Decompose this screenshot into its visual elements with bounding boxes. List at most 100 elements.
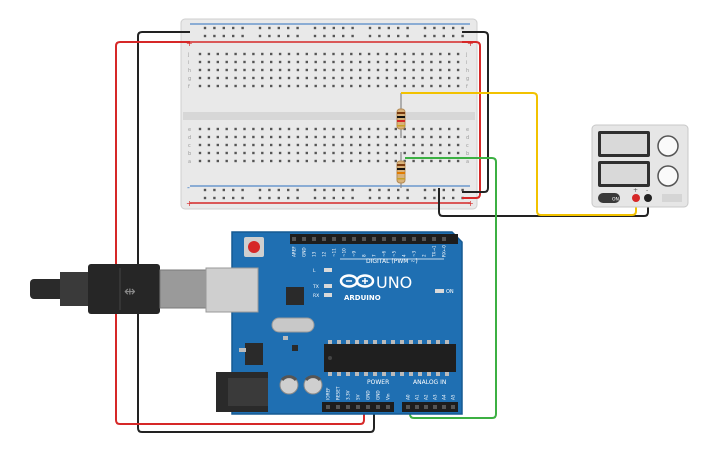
power-pin[interactable]: [336, 405, 340, 409]
breadboard-hole[interactable]: [448, 60, 451, 64]
breadboard-hole[interactable]: [394, 135, 397, 139]
header-pin[interactable]: [412, 237, 416, 241]
rail-hole[interactable]: [277, 196, 280, 200]
rail-hole[interactable]: [406, 34, 409, 38]
breadboard-hole[interactable]: [225, 60, 228, 64]
breadboard-hole[interactable]: [448, 135, 451, 139]
breadboard-hole[interactable]: [376, 84, 380, 88]
breadboard-hole[interactable]: [385, 143, 389, 147]
breadboard-hole[interactable]: [234, 159, 237, 163]
breadboard-hole[interactable]: [403, 84, 406, 88]
breadboard-hole[interactable]: [198, 76, 202, 80]
breadboard-hole[interactable]: [198, 60, 202, 64]
breadboard-hole[interactable]: [252, 60, 255, 64]
rail-hole[interactable]: [203, 196, 207, 200]
breadboard-hole[interactable]: [385, 68, 389, 72]
breadboard-hole[interactable]: [394, 60, 397, 64]
breadboard-hole[interactable]: [323, 143, 326, 147]
breadboard-hole[interactable]: [439, 159, 442, 163]
breadboard-hole[interactable]: [243, 84, 246, 88]
breadboard-hole[interactable]: [412, 151, 415, 155]
breadboard-hole[interactable]: [448, 143, 451, 147]
rail-hole[interactable]: [433, 188, 436, 192]
rail-hole[interactable]: [406, 188, 409, 192]
breadboard-hole[interactable]: [359, 60, 362, 64]
breadboard-hole[interactable]: [430, 60, 433, 64]
breadboard-hole[interactable]: [296, 159, 300, 163]
rail-hole[interactable]: [332, 188, 335, 192]
rail-hole[interactable]: [461, 188, 464, 192]
breadboard-hole[interactable]: [314, 52, 317, 56]
breadboard-hole[interactable]: [243, 159, 246, 163]
breadboard-hole[interactable]: [314, 76, 317, 80]
rail-hole[interactable]: [313, 196, 317, 200]
rail-hole[interactable]: [452, 188, 455, 192]
breadboard-hole[interactable]: [385, 52, 389, 56]
breadboard-hole[interactable]: [314, 127, 317, 131]
breadboard-hole[interactable]: [456, 135, 460, 139]
breadboard-hole[interactable]: [367, 84, 371, 88]
breadboard-hole[interactable]: [376, 151, 380, 155]
breadboard-hole[interactable]: [448, 68, 451, 72]
breadboard-hole[interactable]: [225, 135, 228, 139]
breadboard-hole[interactable]: [385, 84, 389, 88]
breadboard-hole[interactable]: [234, 84, 237, 88]
breadboard-hole[interactable]: [198, 52, 202, 56]
breadboard-hole[interactable]: [456, 76, 460, 80]
breadboard-hole[interactable]: [448, 127, 451, 131]
analog-pin[interactable]: [406, 405, 410, 409]
breadboard-hole[interactable]: [439, 76, 442, 80]
breadboard-hole[interactable]: [439, 84, 442, 88]
breadboard-hole[interactable]: [367, 76, 371, 80]
breadboard-hole[interactable]: [198, 135, 202, 139]
breadboard-hole[interactable]: [412, 68, 415, 72]
breadboard-hole[interactable]: [412, 60, 415, 64]
breadboard-hole[interactable]: [261, 127, 264, 131]
breadboard-hole[interactable]: [314, 68, 317, 72]
breadboard-hole[interactable]: [394, 143, 397, 147]
breadboard-hole[interactable]: [216, 159, 219, 163]
breadboard-hole[interactable]: [225, 159, 228, 163]
breadboard-hole[interactable]: [332, 127, 335, 131]
breadboard-hole[interactable]: [216, 135, 219, 139]
header-pin[interactable]: [302, 237, 306, 241]
breadboard-hole[interactable]: [207, 135, 211, 139]
voltage-knob[interactable]: [657, 135, 679, 157]
rail-hole[interactable]: [452, 196, 455, 200]
rail-hole[interactable]: [442, 34, 445, 38]
breadboard-hole[interactable]: [296, 84, 300, 88]
rail-hole[interactable]: [378, 188, 381, 192]
rail-hole[interactable]: [296, 188, 299, 192]
breadboard-hole[interactable]: [430, 143, 433, 147]
rail-hole[interactable]: [433, 196, 436, 200]
breadboard-hole[interactable]: [234, 52, 237, 56]
header-pin[interactable]: [332, 237, 336, 241]
breadboard-hole[interactable]: [341, 151, 344, 155]
breadboard-hole[interactable]: [287, 143, 291, 147]
rail-hole[interactable]: [258, 188, 262, 192]
breadboard-hole[interactable]: [278, 159, 282, 163]
breadboard-hole[interactable]: [270, 52, 273, 56]
breadboard-hole[interactable]: [252, 159, 255, 163]
breadboard-hole[interactable]: [367, 127, 371, 131]
breadboard-hole[interactable]: [207, 127, 211, 131]
wire-red-5v[interactable]: [115, 41, 365, 425]
breadboard-hole[interactable]: [403, 151, 406, 155]
breadboard-hole[interactable]: [207, 151, 211, 155]
breadboard-hole[interactable]: [278, 143, 282, 147]
breadboard-hole[interactable]: [448, 76, 451, 80]
breadboard-hole[interactable]: [439, 52, 442, 56]
breadboard-hole[interactable]: [296, 68, 300, 72]
breadboard-hole[interactable]: [323, 60, 326, 64]
rail-hole[interactable]: [342, 34, 345, 38]
breadboard-hole[interactable]: [403, 135, 406, 139]
rail-hole[interactable]: [397, 26, 400, 30]
breadboard-hole[interactable]: [448, 159, 451, 163]
breadboard-hole[interactable]: [350, 159, 353, 163]
header-pin[interactable]: [342, 237, 346, 241]
breadboard-hole[interactable]: [421, 84, 424, 88]
breadboard-hole[interactable]: [421, 143, 424, 147]
analog-pin[interactable]: [424, 405, 428, 409]
breadboard-hole[interactable]: [403, 76, 406, 80]
breadboard-hole[interactable]: [305, 84, 308, 88]
